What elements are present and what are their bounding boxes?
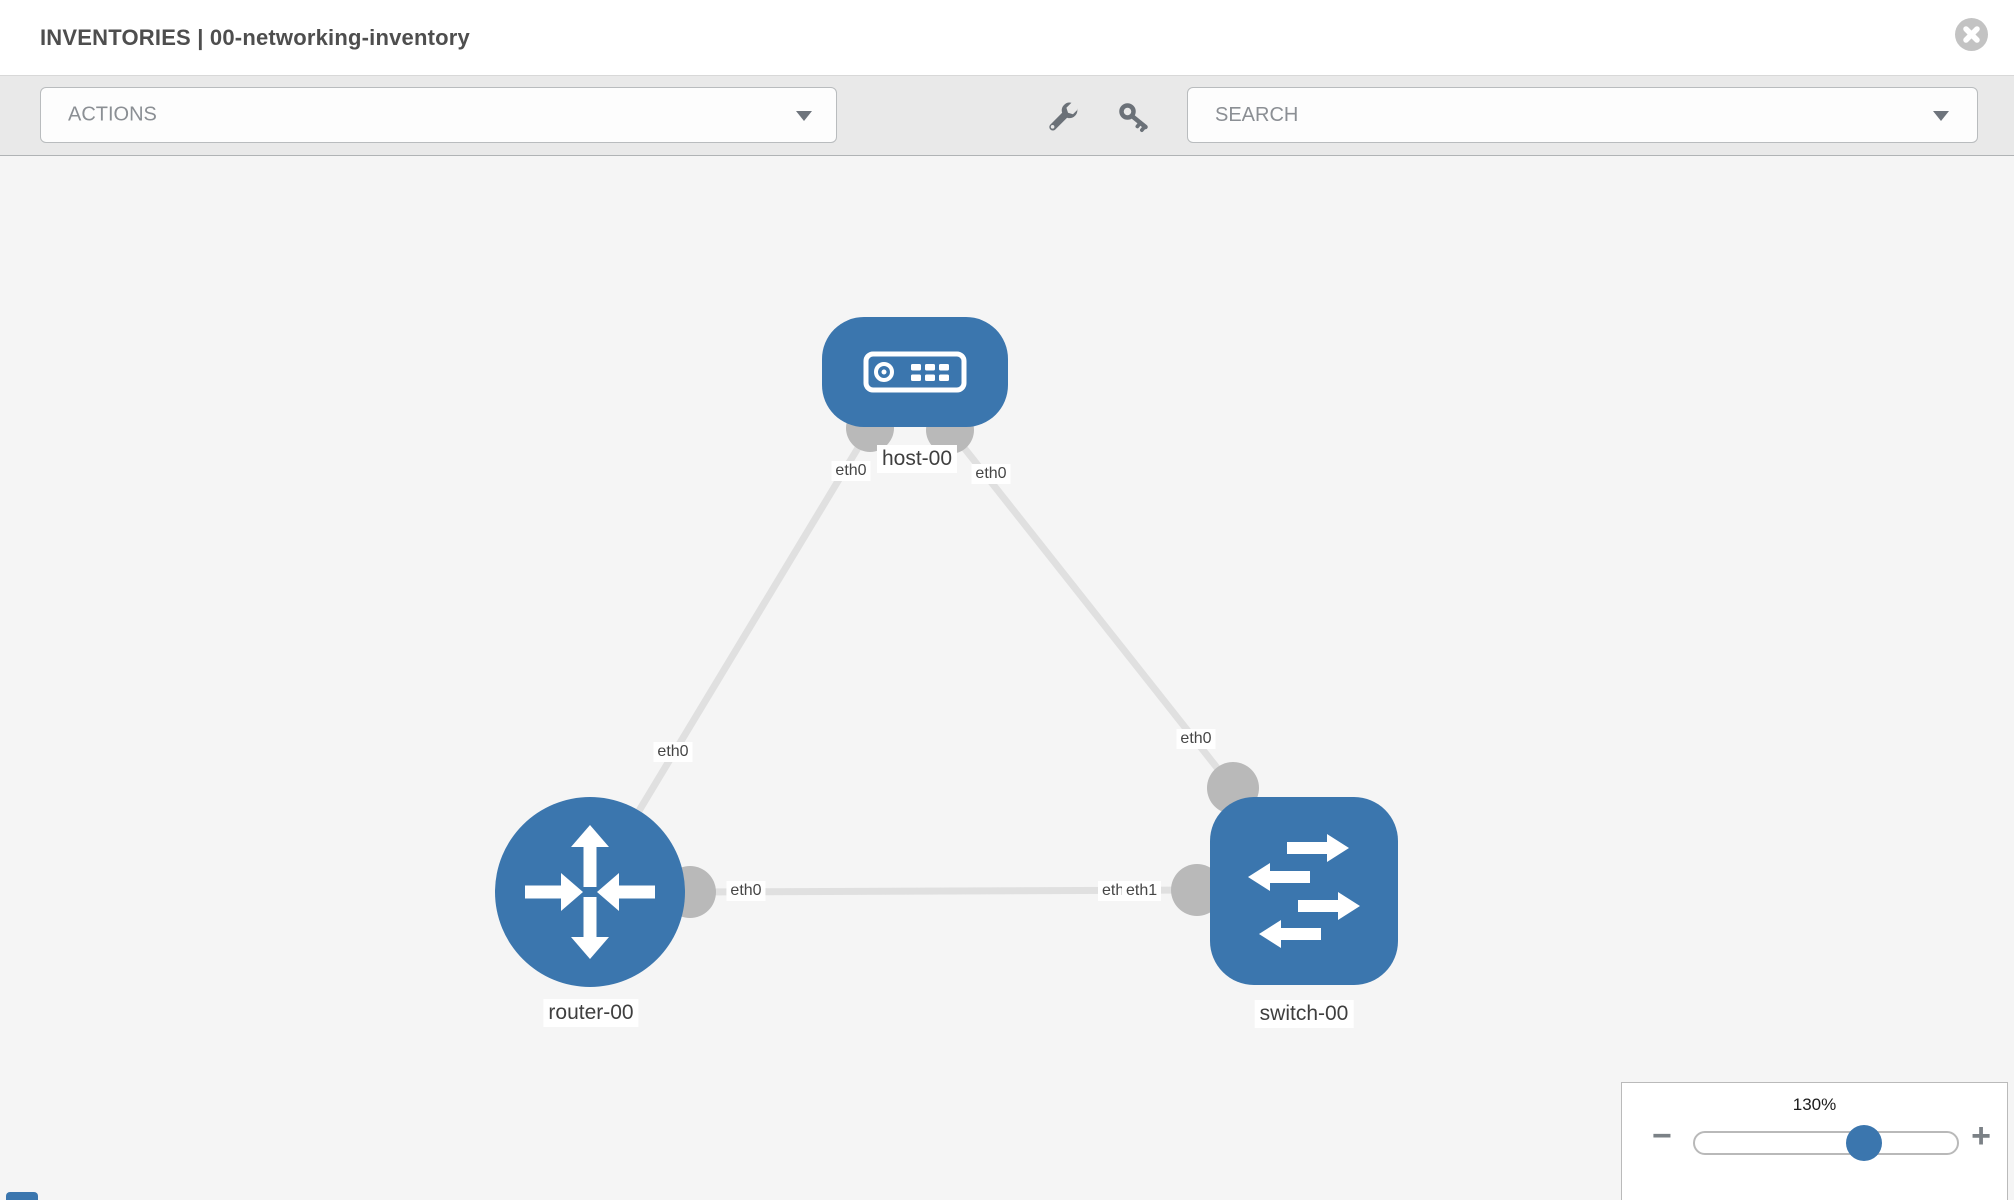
zoom-out-button[interactable]: −	[1652, 1117, 1672, 1155]
key-button[interactable]	[1116, 100, 1152, 136]
chevron-down-icon	[796, 111, 812, 121]
actions-dropdown-label: ACTIONS	[68, 103, 157, 126]
header: INVENTORIES | 00-networking-inventory	[0, 0, 2014, 76]
close-icon	[1963, 26, 1980, 43]
node-label-switch: switch-00	[1254, 1000, 1354, 1028]
router-arrows-icon	[525, 825, 655, 959]
switch-arrows-icon	[1248, 834, 1360, 948]
chevron-down-icon	[1933, 111, 1949, 121]
node-router-00[interactable]	[495, 797, 685, 987]
close-button[interactable]	[1955, 18, 1988, 51]
partial-bottom-left-element	[6, 1192, 38, 1200]
node-label-host: host-00	[876, 445, 958, 473]
server-icon	[863, 351, 967, 393]
topology-canvas[interactable]: host-00 router-00 switch-00 eth0 eth0 et…	[0, 157, 2014, 1200]
interface-label-host-eth0-right: eth0	[971, 464, 1011, 484]
node-label-router: router-00	[543, 999, 639, 1027]
wrench-icon	[1049, 102, 1078, 131]
link-host-switch	[947, 427, 1236, 791]
interface-label-router-eth0: eth0	[726, 881, 766, 901]
zoom-in-button[interactable]: +	[1971, 1117, 1991, 1155]
actions-dropdown[interactable]: ACTIONS	[40, 87, 837, 143]
zoom-slider-track[interactable]	[1693, 1131, 1959, 1155]
interface-label-switch-eth1: eth1	[1122, 881, 1162, 901]
node-switch-00[interactable]	[1210, 797, 1398, 985]
node-host-00[interactable]	[822, 317, 1008, 427]
interface-label-host-eth0-left: eth0	[831, 461, 871, 481]
zoom-level-value: 130%	[1792, 1095, 1837, 1114]
search-dropdown[interactable]	[1187, 87, 1978, 143]
page-title: INVENTORIES | 00-networking-inventory	[40, 24, 470, 50]
key-icon	[1119, 103, 1148, 132]
interface-label-switch-eth0: eth0	[1176, 729, 1216, 749]
search-input[interactable]	[1188, 88, 1977, 142]
zoom-slider-knob[interactable]	[1846, 1125, 1882, 1161]
interface-label-router-eth0-uplink: eth0	[653, 742, 693, 762]
toolbar: ACTIONS	[0, 76, 2014, 156]
zoom-panel: 130% − +	[1621, 1082, 2008, 1200]
tools-button[interactable]	[1045, 100, 1081, 136]
